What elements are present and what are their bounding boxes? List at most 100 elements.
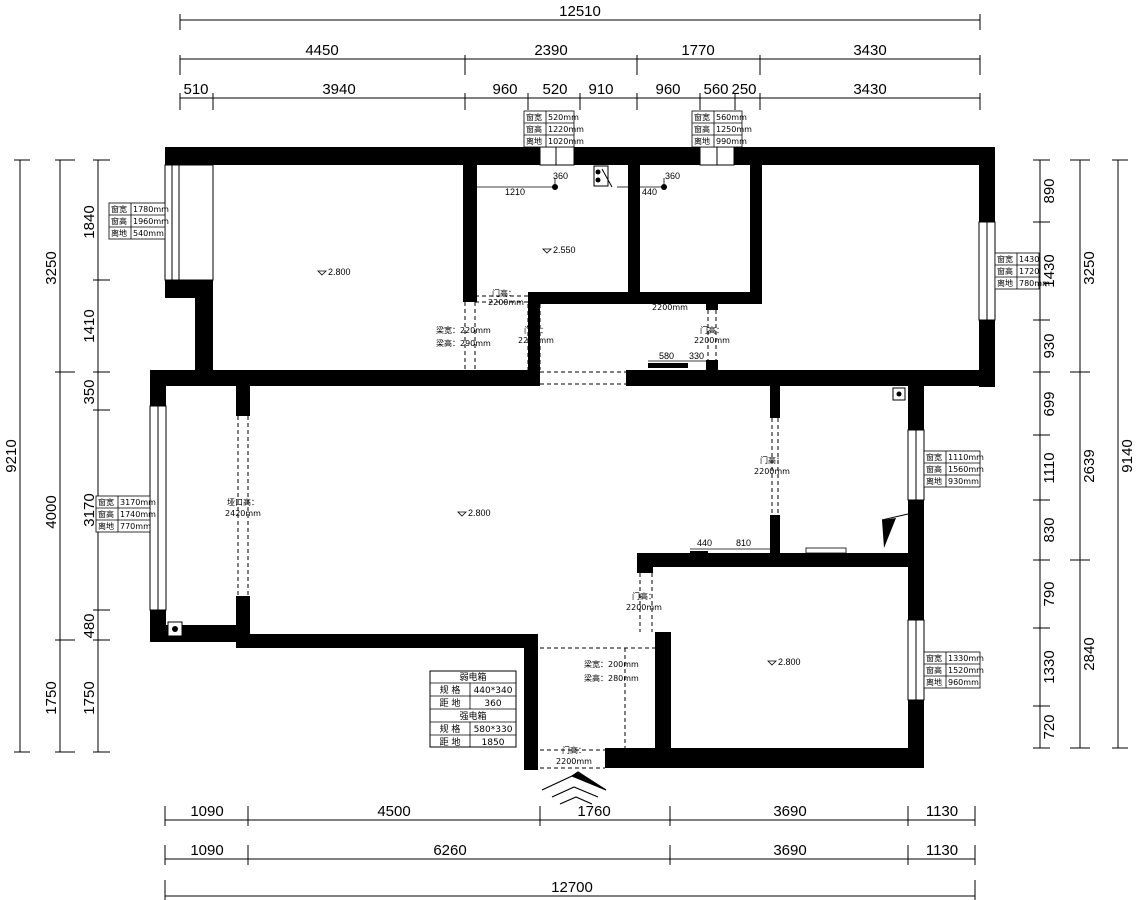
dim-bottom-r2-0: 1090 — [190, 842, 223, 859]
wt4-r2-v: 780mm — [1019, 279, 1050, 288]
dim-left-inner-2: 350 — [81, 379, 98, 404]
water-pipe-icon — [593, 165, 613, 188]
door-height-value-3: 2200mm — [652, 303, 688, 312]
weak-box-title: 弱电箱 — [459, 671, 486, 683]
dim-left-outer-0: 3250 — [43, 251, 60, 284]
dim-top-r3-7: 250 — [731, 81, 756, 98]
door-swing-icon — [881, 513, 909, 548]
weak-box-height-value: 360 — [484, 699, 501, 709]
dim-right-outer-1: 2639 — [1081, 449, 1098, 482]
dim-right-inner-2: 930 — [1041, 333, 1058, 358]
misc-dim-6: 440 — [697, 538, 712, 548]
wt5-r2-k: 离地 — [98, 521, 114, 531]
wt4-r1-k: 窗高 — [997, 266, 1013, 276]
wt3-r1-v: 1960mm — [133, 217, 169, 226]
wt7-r2-v: 960mm — [948, 678, 979, 687]
dim-top-r3-5: 960 — [655, 81, 680, 98]
dim-right-inner-1: 1430 — [1041, 254, 1058, 287]
door-labels: 门高： 2200mm 门高： 2200mm 门高： 2200mm 门高： 220… — [225, 288, 790, 766]
wt2-r0-v: 560mm — [716, 113, 747, 122]
door-height-label-7: 门高： — [562, 745, 586, 755]
window-table-6: 窗宽 1110mm 窗高 1560mm 离地 930mm — [923, 450, 984, 488]
elevation-marker-bedroom1: 2.800 — [317, 267, 351, 277]
bottom-dimension-labels: 1090 4500 1760 3690 1130 1090 6260 3690 … — [190, 803, 958, 896]
wt6-r2-k: 离地 — [926, 476, 942, 486]
door-height-label-3: 门高： — [658, 291, 682, 301]
door-height-value-1: 2200mm — [488, 298, 524, 307]
dim-right-inner-7: 1330 — [1041, 650, 1058, 683]
wt4-r1-v: 1720 — [1019, 267, 1039, 276]
elevation-living: 2.800 — [468, 508, 491, 518]
beam2-height: 梁高：280mm — [584, 673, 639, 683]
wt1-r1-k: 窗高 — [526, 124, 542, 134]
wt1-r0-k: 窗宽 — [526, 112, 542, 122]
window-table-7: 窗宽 1330mm 窗高 1520mm 离地 960mm — [923, 651, 984, 689]
wt6-r0-v: 1110mm — [948, 453, 984, 462]
wt7-r1-v: 1520mm — [948, 666, 984, 675]
misc-dim-5: 330 — [689, 351, 704, 361]
window-table-2: 窗宽 560mm 窗高 1250mm 离地 990mm — [691, 110, 752, 148]
wt5-r1-k: 窗高 — [98, 509, 114, 519]
elevation-marker-living: 2.800 — [457, 508, 491, 518]
wt6-r1-v: 1560mm — [948, 465, 984, 474]
dim-right-outer-2: 2840 — [1081, 637, 1098, 670]
dim-right-total: 9140 — [1119, 439, 1136, 472]
walls — [150, 146, 995, 770]
dim-top-r3-4: 910 — [588, 81, 613, 98]
misc-dim-4: 580 — [659, 351, 674, 361]
door-height-label-6: 门高： — [632, 591, 656, 601]
dim-bottom-r1-0: 1090 — [190, 803, 223, 820]
wt3-r2-v: 540mm — [133, 229, 164, 238]
door-height-label-5: 门高： — [760, 455, 784, 465]
fixtures — [167, 165, 909, 637]
strong-box-spec-value: 580*330 — [474, 725, 513, 735]
dim-left-inner-3: 3170 — [81, 493, 98, 526]
dim-top-r3-0: 510 — [183, 81, 208, 98]
electric-box-table: 弱电箱 规 格 440*340 距 地 360 强电箱 规 格 580*330 … — [429, 670, 517, 748]
dim-left-total: 9210 — [3, 439, 20, 472]
opening-height-value: 2420mm — [225, 509, 261, 518]
wt5-r0-k: 窗宽 — [98, 497, 114, 507]
weak-box-height-label: 距 地 — [440, 697, 461, 709]
top-dimension-labels: 12510 4450 2390 1770 3430 510 3940 960 5… — [183, 3, 886, 98]
dim-left-inner-1: 1410 — [81, 309, 98, 342]
elevation-bath: 2.550 — [553, 245, 576, 255]
weak-box-spec-label: 规 格 — [440, 684, 461, 696]
misc-dim-7: 810 — [736, 538, 751, 548]
wt5-r1-v: 1740mm — [120, 510, 156, 519]
right-dimensions — [1033, 159, 1128, 749]
drain-icon-bedroom2 — [892, 387, 906, 401]
wt7-r0-v: 1330mm — [948, 654, 984, 663]
dim-bottom-r1-4: 1130 — [926, 803, 958, 820]
dim-left-outer-2: 1750 — [43, 681, 60, 714]
windows — [149, 147, 996, 701]
wt2-r2-k: 离地 — [694, 136, 710, 146]
wt7-r2-k: 离地 — [926, 677, 942, 687]
wt1-r0-v: 520mm — [548, 113, 579, 122]
dim-top-r3-2: 960 — [492, 81, 517, 98]
wt6-r1-k: 窗高 — [926, 464, 942, 474]
elevation-marker-bedroom3: 2.800 — [767, 657, 801, 667]
misc-dimensions: 360 1210 440 360 580 330 440 810 — [477, 171, 847, 554]
dim-top-r3-1: 3940 — [322, 81, 355, 98]
strong-box-title: 强电箱 — [459, 710, 486, 722]
window-table-5: 窗宽 3170mm 窗高 1740mm 离地 770mm — [95, 495, 156, 533]
beam-labels: 梁宽：220mm 梁高：290mm 梁宽：200mm 梁高：280mm — [436, 325, 639, 683]
door-height-value-5: 2200mm — [754, 467, 790, 476]
window-table-3: 窗宽 1780mm 窗高 1960mm 离地 540mm — [108, 202, 169, 240]
dim-right-outer-0: 3250 — [1081, 251, 1098, 284]
wt2-r1-v: 1250mm — [716, 125, 752, 134]
entrance-arrow-icon — [541, 771, 607, 805]
wt4-r0-v: 1430 — [1019, 255, 1039, 264]
dim-right-inner-4: 1110 — [1041, 452, 1058, 483]
wt2-r1-k: 窗高 — [694, 124, 710, 134]
window-table-4: 窗宽 1430 窗高 1720 离地 780mm — [994, 252, 1050, 290]
wt3-r0-k: 窗宽 — [111, 204, 127, 214]
wt5-r0-v: 3170mm — [120, 498, 156, 507]
left-dimensions — [14, 159, 110, 753]
elevation-bedroom1: 2.800 — [328, 267, 351, 277]
dim-right-inner-0: 890 — [1041, 178, 1058, 203]
door-height-label-2: 门高： — [524, 325, 548, 335]
dim-left-inner-5: 1750 — [81, 681, 98, 714]
